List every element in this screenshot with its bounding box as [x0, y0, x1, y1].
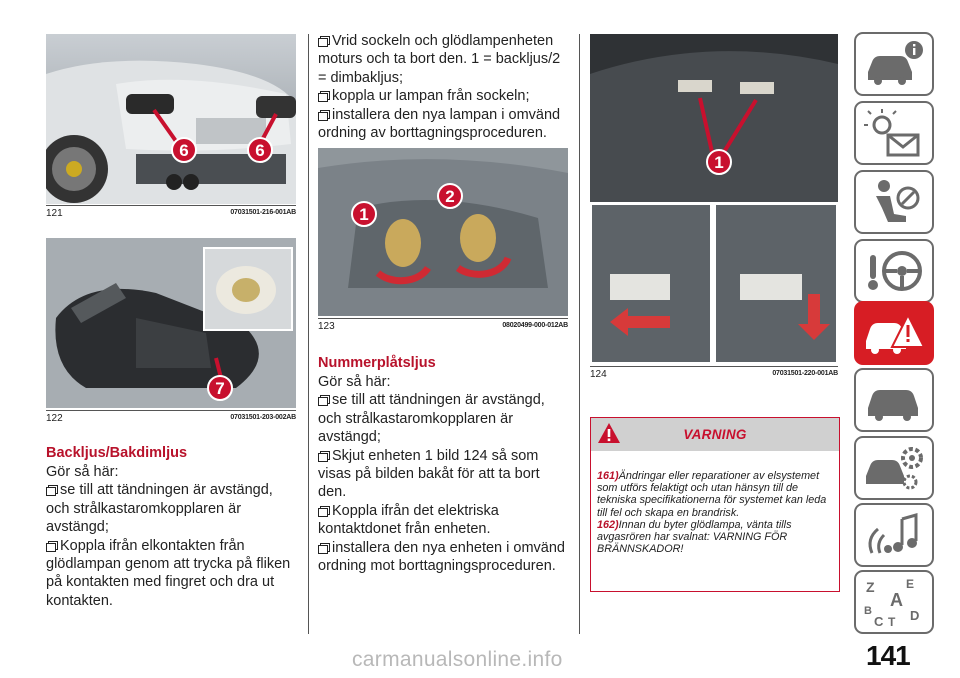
- step-text: koppla ur lampan från sockeln;: [332, 88, 530, 105]
- figure-123-photo: 1 2: [318, 148, 568, 316]
- checkbox-bullet-icon: [318, 36, 330, 47]
- warning-notes: 161)Ändringar eller reparationer av elsy…: [597, 470, 833, 555]
- section-heading-backljus: Backljus/Bakdimljus: [46, 445, 188, 461]
- step-text: Koppla ifrån elkontakten från glödlampan…: [46, 537, 291, 609]
- figure-number: 121: [46, 208, 63, 219]
- step-item: installera den nya enheten i omvänd ordn…: [318, 539, 570, 576]
- checkbox-bullet-icon: [46, 485, 58, 497]
- figure-code: 07031501-220-001AB: [772, 370, 838, 377]
- page-number: 141: [866, 640, 911, 671]
- intro-text: Gör så här:: [46, 464, 119, 480]
- figure-number: 123: [318, 321, 335, 332]
- figure-number: 122: [46, 413, 63, 424]
- warning-note: 161)Ändringar eller reparationer av elsy…: [597, 470, 833, 519]
- seat-airbag-icon: [876, 180, 920, 222]
- figure-122-caption: 122 07031501-203-002AB: [46, 410, 296, 425]
- step-text: Vrid sockeln och glödlampenheten moturs …: [318, 33, 561, 86]
- checkbox-bullet-icon: [318, 450, 330, 462]
- note-number: 162): [597, 518, 619, 531]
- sidebar-tab-starting-driving[interactable]: [854, 239, 934, 303]
- callout-2: 2: [445, 187, 454, 206]
- column-divider: [579, 34, 580, 634]
- section-heading-nummerplatsljus: Nummerplåtsljus: [318, 355, 436, 371]
- callout-1: 1: [359, 205, 368, 224]
- index-letter: Z: [866, 579, 875, 595]
- figure-number: 124: [590, 369, 607, 380]
- step-text: Koppla ifrån det elektriska kontaktdonet…: [318, 502, 499, 538]
- section-backljus-text: Gör så här: se till att tändningen är av…: [46, 463, 296, 610]
- checkbox-bullet-icon: [318, 109, 330, 121]
- sidebar-tab-car-info[interactable]: [854, 32, 934, 96]
- figure-121-photo: 6 6: [46, 34, 296, 204]
- multimedia-icon: [868, 513, 918, 554]
- car-info-icon: [868, 41, 923, 85]
- warning-box: VARNING 161)Ändringar eller reparationer…: [590, 417, 840, 592]
- callout-6a: 6: [179, 141, 188, 160]
- sidebar-tab-index[interactable]: Z E A B C T D: [854, 570, 934, 634]
- figure-121-caption: 121 07031501-216-001AB: [46, 205, 296, 220]
- section-nummerplatsljus-text: Gör så här: se till att tändningen är av…: [318, 373, 570, 575]
- column2-steps: Vrid sockeln och glödlampenheten moturs …: [318, 32, 570, 142]
- note-number: 161): [597, 470, 619, 482]
- figure-123-caption: 123 08020499-000-012AB: [318, 318, 568, 333]
- sidebar-tab-safety[interactable]: [854, 170, 934, 234]
- warning-triangle-icon: [598, 423, 620, 443]
- sidebar-tab-warning-lights[interactable]: [854, 101, 934, 165]
- step-text: installera den nya enheten i omvänd ordn…: [318, 539, 565, 575]
- note-text: Innan du byter glödlampa, vänta tills av…: [597, 518, 792, 556]
- figure-code: 08020499-000-012AB: [502, 322, 568, 329]
- warning-title: VARNING: [683, 427, 747, 442]
- step-item: se till att tändningen är avstängd, och …: [318, 391, 570, 446]
- sidebar-tab-multimedia[interactable]: [854, 503, 934, 567]
- callout-7: 7: [215, 379, 224, 398]
- index-letter: A: [890, 590, 903, 610]
- car-emergency-icon: [866, 312, 926, 354]
- step-text: Skjut enheten 1 bild 124 så som visas på…: [318, 447, 540, 501]
- index-icon: Z E A B C T D: [864, 577, 919, 628]
- index-letter: T: [888, 615, 896, 628]
- note-text: Ändringar eller reparationer av elsystem…: [597, 470, 827, 519]
- car-service-icon: [868, 390, 918, 421]
- intro-text: Gör så här:: [318, 374, 391, 390]
- figure-122-photo: 7: [46, 238, 296, 408]
- step-text: se till att tändningen är avstängd, och …: [46, 482, 273, 536]
- checkbox-bullet-icon: [318, 395, 330, 407]
- step-text: se till att tändningen är avstängd, och …: [318, 392, 545, 446]
- gear-maintenance-icon: [866, 447, 923, 490]
- callout-1: 1: [714, 153, 723, 172]
- index-letter: B: [864, 605, 872, 617]
- step-item: Skjut enheten 1 bild 124 så som visas på…: [318, 447, 570, 502]
- figure-code: 07031501-203-002AB: [230, 414, 296, 421]
- warning-note: 162)Innan du byter glödlampa, vänta till…: [597, 519, 833, 556]
- step-item: se till att tändningen är avstängd, och …: [46, 481, 296, 536]
- figure-124-photo: 1: [590, 34, 838, 364]
- checkbox-bullet-icon: [318, 91, 330, 103]
- step-item: Vrid sockeln och glödlampenheten moturs …: [318, 32, 570, 87]
- watermark-text: carmanualsonline.info: [352, 648, 563, 671]
- sidebar-tab-maintenance[interactable]: [854, 368, 934, 432]
- callout-6b: 6: [255, 141, 264, 160]
- checkbox-bullet-icon: [318, 542, 330, 554]
- sidebar-tab-technical-data[interactable]: [854, 436, 934, 500]
- step-text: installera den nya lampan i omvänd ordni…: [318, 106, 561, 142]
- sidebar-tab-emergency[interactable]: [854, 301, 934, 365]
- column-divider: [308, 34, 309, 634]
- index-letter: E: [906, 577, 914, 591]
- figure-code: 07031501-216-001AB: [230, 209, 296, 216]
- index-letter: C: [874, 614, 884, 628]
- step-item: Koppla ifrån elkontakten från glödlampan…: [46, 537, 296, 611]
- steering-wheel-icon: [868, 251, 922, 291]
- step-item: Koppla ifrån det elektriska kontaktdonet…: [318, 502, 570, 539]
- step-item: installera den nya lampan i omvänd ordni…: [318, 106, 570, 143]
- warning-lights-icon: [864, 109, 920, 157]
- step-item: koppla ur lampan från sockeln;: [318, 87, 570, 105]
- checkbox-bullet-icon: [46, 540, 58, 552]
- index-letter: D: [910, 608, 919, 623]
- figure-124-caption: 124 07031501-220-001AB: [590, 366, 838, 381]
- warning-header: VARNING: [591, 418, 839, 451]
- checkbox-bullet-icon: [318, 505, 330, 517]
